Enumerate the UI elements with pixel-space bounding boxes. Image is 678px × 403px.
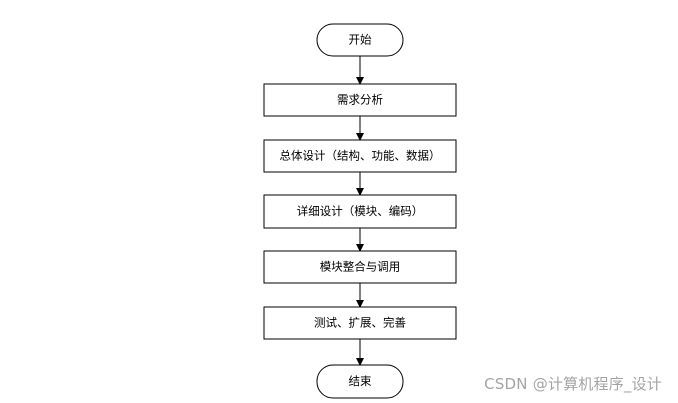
step-label: 模块整合与调用: [320, 260, 401, 274]
step-testing-extension: 测试、扩展、完善: [263, 306, 457, 340]
step-label: 需求分析: [337, 93, 383, 107]
start-terminal: 开始: [316, 23, 404, 57]
step-label: 测试、扩展、完善: [314, 316, 406, 330]
start-label: 开始: [349, 33, 372, 47]
step-module-integration: 模块整合与调用: [263, 250, 457, 284]
step-overall-design: 总体设计（结构、功能、数据）: [263, 139, 457, 173]
step-label: 详细设计（模块、编码）: [297, 204, 424, 218]
end-terminal: 结束: [316, 364, 404, 399]
watermark-text: CSDN @计算机程序_设计: [484, 375, 662, 393]
step-detailed-design: 详细设计（模块、编码）: [263, 194, 457, 229]
step-requirements-analysis: 需求分析: [263, 83, 457, 117]
end-label: 结束: [349, 374, 372, 388]
step-label: 总体设计（结构、功能、数据）: [280, 149, 441, 163]
